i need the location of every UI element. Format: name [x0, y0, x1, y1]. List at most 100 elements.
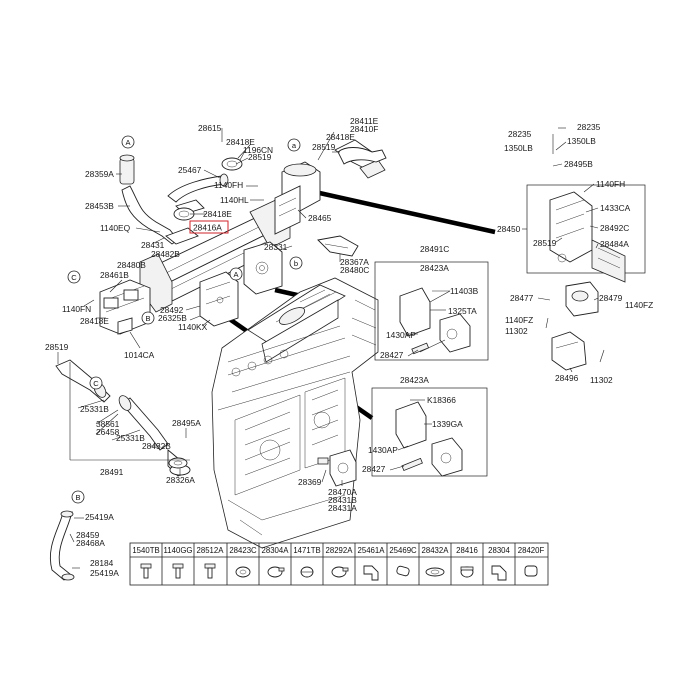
label-28431b: 28431B — [328, 495, 357, 505]
label-28453b: 28453B — [85, 201, 114, 211]
label-28235-b: 28235 — [577, 122, 601, 132]
label-1430ap-a: 1430AP — [386, 330, 416, 340]
label-28410f: 28410F — [350, 124, 378, 134]
label-28431a: 28431A — [328, 503, 357, 513]
leader-lines — [57, 127, 605, 569]
label-28519-a: 28519 — [248, 152, 272, 162]
legend-icon-hose-elbow — [363, 565, 379, 581]
callout-a-small-text: a — [292, 141, 297, 150]
legend-icon-hose-short — [396, 565, 410, 577]
sensor-28326a — [168, 457, 188, 469]
label-1430ap-b: 1430AP — [368, 445, 398, 455]
label-28495b: 28495B — [564, 159, 593, 169]
label-28418e-c: 28418E — [326, 132, 355, 142]
legend-header-2: 28512A — [197, 546, 225, 555]
legend-header-9: 28432A — [422, 546, 450, 555]
label-28411e: 28411E — [350, 116, 379, 126]
label-28326a: 28326A — [166, 475, 195, 485]
callout-a-mid — [229, 267, 243, 281]
label-25467: 25467 — [178, 165, 202, 175]
label-26458: 26458 — [96, 427, 120, 437]
label-1350lb-b: 1350LB — [567, 136, 596, 146]
label-1140kx: 1140KX — [178, 322, 208, 332]
hose-28459 — [50, 510, 75, 581]
legend-icon-gasket — [425, 567, 445, 577]
lower-egr-pipe — [55, 359, 191, 477]
highlight-box-28416a — [189, 220, 229, 234]
label-1325ta: 1325TA — [448, 306, 477, 316]
label-38561: 38561 — [96, 419, 120, 429]
callout-b-lower-text: B — [75, 493, 80, 502]
label-1433ca: 1433CA — [600, 203, 631, 213]
legend-icon-clamp-small — [460, 566, 474, 578]
callout-b-left-text: B — [145, 314, 150, 323]
label-1140eq: 1140EQ — [100, 223, 131, 233]
label-28359a: 28359A — [85, 169, 114, 179]
label-28479: 28479 — [599, 293, 623, 303]
label-1140hl: 1140HL — [220, 195, 249, 205]
label-25331b-b: 25331B — [116, 433, 145, 443]
bypass-valve — [317, 235, 359, 257]
label-28519-b: 28519 — [312, 142, 336, 152]
legend-icon-band-clamp — [331, 566, 349, 578]
label-28519-c: 28519 — [45, 342, 69, 352]
legend-header-5: 1471TB — [293, 546, 320, 555]
label-28482b: 28482B — [151, 249, 180, 259]
label-28491c: 28491C — [420, 244, 449, 254]
callout-b-mid-text: b — [294, 259, 298, 268]
legend-header-8: 25469C — [389, 546, 417, 555]
callout-b-left — [141, 311, 155, 325]
label-28495a: 28495A — [172, 418, 201, 428]
pointer-line-to-28450 — [314, 189, 496, 235]
mounting-bracket — [199, 271, 239, 327]
label-11403b: 11403B — [450, 286, 479, 296]
label-28450: 28450 — [497, 224, 521, 234]
label-28465: 28465 — [308, 213, 332, 223]
label-28477: 28477 — [510, 293, 534, 303]
label-25419a-b: 25419A — [90, 568, 119, 578]
callout-a-mid-text: A — [233, 270, 238, 279]
callout-c-lower-text: C — [93, 379, 99, 388]
callout-a-upper-text: A — [125, 138, 130, 147]
callout-b-lower — [71, 490, 85, 504]
label-1140fh-b: 1140FH — [596, 179, 625, 189]
legend-header-12: 28420F — [518, 546, 545, 555]
detail-box-28423a — [371, 387, 488, 477]
label-28461b: 28461B — [100, 270, 129, 280]
legend-icon-elbow-hose — [491, 565, 507, 581]
legend-header-6: 28292A — [326, 546, 354, 555]
label-28418e-a: 28418E — [226, 137, 255, 147]
label-k18366: K18366 — [427, 395, 456, 405]
label-28519-d: 28519 — [533, 238, 557, 248]
label-28484a: 28484A — [600, 239, 629, 249]
callout-c-left-text: C — [71, 273, 77, 282]
legend-header-1: 1140GG — [164, 546, 193, 555]
egr-pipe-28411e — [337, 147, 387, 165]
label-28496: 28496 — [555, 373, 579, 383]
label-11302-b: 11302 — [590, 375, 613, 385]
label-1014ca: 1014CA — [124, 350, 155, 360]
gasket-28418e — [173, 157, 243, 221]
legend-header-11: 28304 — [488, 546, 510, 555]
egr-cooler-assembly-28450 — [526, 184, 646, 283]
label-28423a-b: 28423A — [400, 375, 429, 385]
legend-header-7: 25461A — [358, 546, 386, 555]
label-28418e-b: 28418E — [203, 209, 232, 219]
label-28427-b: 28427 — [362, 464, 386, 474]
label-28427-a: 28427 — [380, 350, 404, 360]
bracket-28470a — [317, 449, 357, 487]
legend-icon-stud — [204, 563, 216, 579]
label-28459: 28459 — [76, 530, 100, 540]
label-28423a-a: 28423A — [420, 263, 449, 273]
cooler-bracket — [243, 241, 283, 295]
label-28416a: 28416A — [193, 223, 222, 233]
legend-icon-hose-straight — [524, 565, 538, 577]
label-26325b: 26325B — [158, 313, 187, 323]
label-1350lb-a: 1350LB — [504, 143, 533, 153]
label-28470a: 28470A — [328, 487, 357, 497]
legend-header-0: 1540TB — [132, 546, 159, 555]
callout-a-small — [287, 138, 301, 152]
legend-icon-clip — [300, 566, 314, 578]
label-1339ga: 1339GA — [432, 419, 463, 429]
